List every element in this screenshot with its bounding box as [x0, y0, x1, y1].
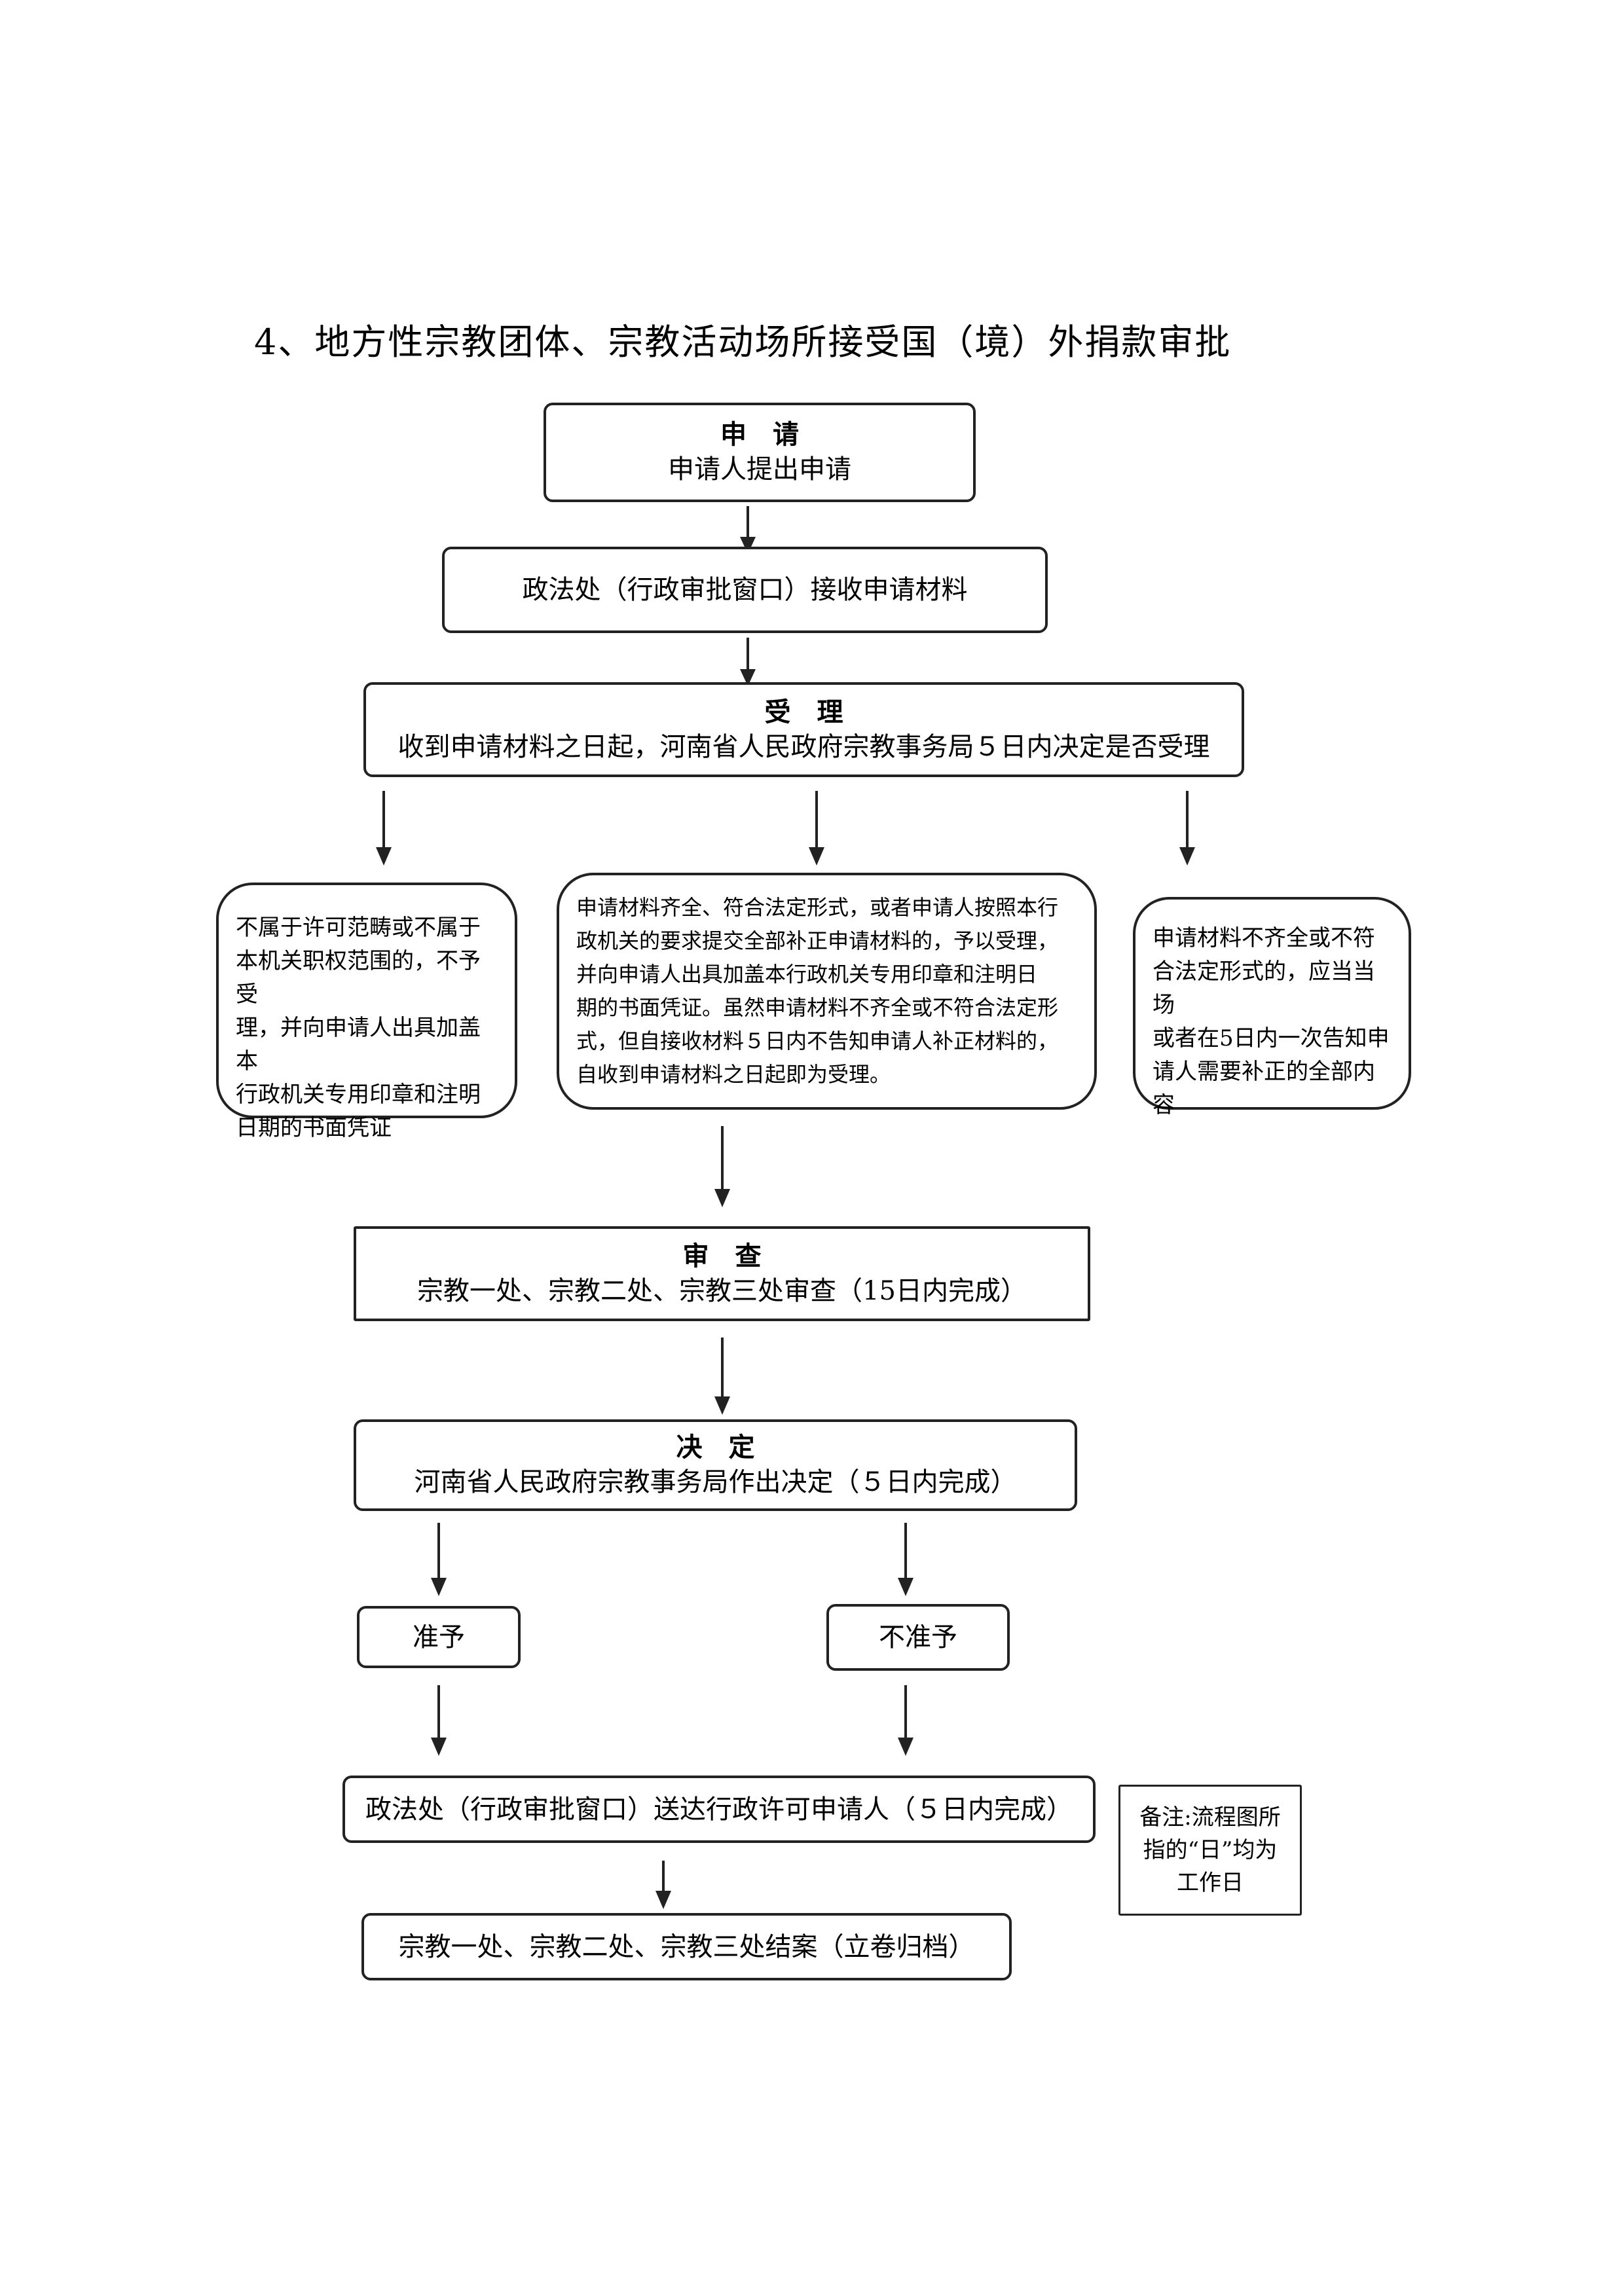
deliver-text: 政法处（行政审批窗口）送达行政许可申请人（５日内完成）: [365, 1794, 1073, 1825]
approve-node: 准予: [357, 1606, 521, 1668]
reject-line: 不属于许可范畴或不属于: [236, 915, 481, 941]
reject-line: 理，并向申请人出具加盖本: [236, 1015, 481, 1074]
archive-text: 宗教一处、宗教二处、宗教三处结案（立卷归档）: [398, 1931, 975, 1962]
apply-heading: 申请: [720, 420, 825, 450]
accept-text: 收到申请材料之日起，河南省人民政府宗教事务局５日内决定是否受理: [397, 731, 1210, 762]
review-heading: 审查: [682, 1241, 788, 1271]
receive-node: 政法处（行政审批窗口）接收申请材料: [442, 547, 1048, 633]
arrowhead: [1179, 847, 1195, 866]
apply-node: 申请 申请人提出申请: [544, 403, 976, 502]
arrowhead: [376, 847, 392, 866]
supplement-line: 请人需要补正的全部内: [1153, 1059, 1375, 1085]
accepted-line: 期的书面凭证。虽然申请材料不齐全或不符合法定形: [576, 995, 1059, 1020]
decide-node: 决定 河南省人民政府宗教事务局作出决定（５日内完成）: [354, 1419, 1077, 1511]
archive-node: 宗教一处、宗教二处、宗教三处结案（立卷归档）: [361, 1913, 1012, 1980]
note-line: 指的“日”均为: [1143, 1837, 1278, 1863]
deliver-node: 政法处（行政审批窗口）送达行政许可申请人（５日内完成）: [342, 1776, 1096, 1843]
reject-line: 日期的书面凭证: [236, 1115, 392, 1141]
receive-text: 政法处（行政审批窗口）接收申请材料: [522, 575, 968, 605]
note-box: 备注:流程图所 指的“日”均为 工作日: [1118, 1785, 1302, 1916]
decide-text: 河南省人民政府宗教事务局作出决定（５日内完成）: [414, 1467, 1017, 1497]
reject-line: 本机关职权范围的，不予受: [236, 948, 481, 1008]
deny-node: 不准予: [826, 1604, 1010, 1671]
supplement-node: 申请材料不齐全或不符 合法定形式的，应当当场 或者在5日内一次告知申 请人需要补…: [1133, 897, 1411, 1118]
accepted-node: 申请材料齐全、符合法定形式，或者申请人按照本行 政机关的要求提交全部补正申请材料…: [557, 873, 1097, 1110]
note-line: 工作日: [1177, 1870, 1244, 1896]
page-title: 4、地方性宗教团体、宗教活动场所接受国（境）外捐款审批: [254, 321, 1232, 363]
reject-node: 不属于许可范畴或不属于 本机关职权范围的，不予受 理，并向申请人出具加盖本 行政…: [216, 883, 517, 1141]
arrowhead: [431, 1738, 447, 1756]
accept-node: 受理 收到申请材料之日起，河南省人民政府宗教事务局５日内决定是否受理: [363, 682, 1244, 777]
arrowhead: [740, 669, 756, 686]
arrowhead: [898, 1578, 913, 1596]
arrowhead: [655, 1891, 671, 1909]
arrowhead: [898, 1738, 913, 1756]
reject-line: 行政机关专用印章和注明: [236, 1082, 481, 1108]
supplement-line: 合法定形式的，应当当场: [1153, 958, 1375, 1018]
decide-heading: 决定: [676, 1432, 781, 1463]
accepted-line: 并向申请人出具加盖本行政机关专用印章和注明日: [576, 962, 1038, 987]
review-node: 审查 宗教一处、宗教二处、宗教三处审查（15日内完成）: [354, 1226, 1090, 1321]
accepted-line: 申请材料齐全、符合法定形式，或者申请人按照本行: [576, 895, 1059, 920]
accept-heading: 受理: [764, 697, 870, 727]
review-text: 宗教一处、宗教二处、宗教三处审查（15日内完成）: [417, 1275, 1027, 1306]
supplement-line: 容: [1153, 1092, 1175, 1118]
approve-text: 准予: [413, 1622, 465, 1652]
arrowhead: [431, 1578, 447, 1596]
supplement-line: 申请材料不齐全或不符: [1153, 925, 1375, 951]
arrowhead: [740, 537, 756, 554]
deny-text: 不准予: [879, 1622, 957, 1652]
note-line: 备注:流程图所: [1139, 1804, 1281, 1831]
apply-text: 申请人提出申请: [668, 454, 851, 484]
accepted-line: 自收到申请材料之日起即为受理。: [576, 1062, 891, 1087]
supplement-line: 或者在5日内一次告知申: [1153, 1025, 1390, 1051]
accepted-line: 式，但自接收材料５日内不告知申请人补正材料的，: [576, 1029, 1059, 1053]
arrowhead: [714, 1189, 730, 1207]
arrowhead: [714, 1396, 730, 1415]
accepted-line: 政机关的要求提交全部补正申请材料的，予以受理，: [576, 928, 1059, 953]
arrowhead: [809, 847, 824, 866]
